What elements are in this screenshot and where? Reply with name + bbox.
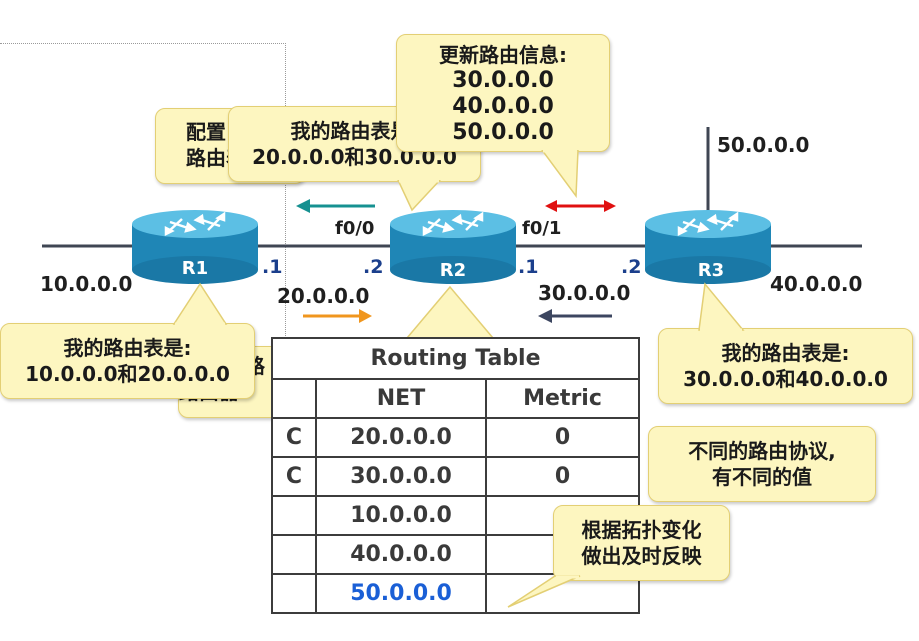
arrow-orange-right xyxy=(303,309,372,323)
router-r1[interactable] xyxy=(130,210,260,286)
router-label-r3: R3 xyxy=(697,260,725,281)
network-label-10: 10.0.0.0 xyxy=(40,272,133,296)
row-type: C xyxy=(271,456,317,497)
arrow-dark-left xyxy=(538,309,612,323)
row-net: 10.0.0.0 xyxy=(315,495,487,536)
table-pointer xyxy=(405,285,495,339)
port-r1-right: .1 xyxy=(262,256,283,278)
arrow-red-both xyxy=(545,200,616,212)
port-r2-left: .2 xyxy=(363,256,384,278)
router-label-r2: R2 xyxy=(439,260,467,281)
router-arrows-icon xyxy=(422,211,484,237)
dotted-frame xyxy=(0,43,286,604)
callout-topology-tail xyxy=(507,575,581,608)
row-net-new-route: 50.0.0.0 xyxy=(315,573,487,614)
table-row: C 30.0.0.0 0 xyxy=(271,456,640,497)
row-type xyxy=(271,573,317,614)
interface-f00: f0/0 xyxy=(335,218,375,239)
header-net: NET xyxy=(315,378,487,419)
callout-update-tail xyxy=(541,150,579,199)
routing-table-title: Routing Table xyxy=(271,337,640,380)
table-row: C 20.0.0.0 0 xyxy=(271,417,640,458)
routing-table-header-row: NET Metric xyxy=(271,378,640,419)
network-label-30: 30.0.0.0 xyxy=(538,281,631,305)
callout-topology-change: 根据拓扑变化 做出及时反映 xyxy=(553,505,730,581)
router-r3[interactable] xyxy=(643,210,773,286)
network-label-50: 50.0.0.0 xyxy=(717,133,810,157)
row-type: C xyxy=(271,417,317,458)
row-net: 30.0.0.0 xyxy=(315,456,487,497)
callout-r3-tail xyxy=(698,282,745,332)
row-metric: 0 xyxy=(485,456,640,497)
router-label-r1: R1 xyxy=(181,258,209,279)
row-metric: 0 xyxy=(485,417,640,458)
row-net: 20.0.0.0 xyxy=(315,417,487,458)
callout-update-info: 更新路由信息: 30.0.0.0 40.0.0.0 50.0.0.0 xyxy=(396,34,610,152)
row-type xyxy=(271,534,317,575)
callout-r2-tail xyxy=(397,180,442,212)
router-r2[interactable] xyxy=(388,210,518,286)
interface-f01: f0/1 xyxy=(522,218,562,239)
header-type xyxy=(271,378,317,419)
callout-r1-table: 我的路由表是: 10.0.0.0和20.0.0.0 xyxy=(0,323,255,399)
row-net: 40.0.0.0 xyxy=(315,534,487,575)
router-arrows-icon xyxy=(164,211,226,237)
router-arrows-icon xyxy=(677,211,739,237)
callout-r1-tail xyxy=(172,282,228,326)
arrow-teal-left xyxy=(296,199,375,213)
port-r2-right: .1 xyxy=(518,256,539,278)
row-type xyxy=(271,495,317,536)
callout-protocol-values: 不同的路由协议, 有不同的值 xyxy=(648,426,876,502)
network-label-40: 40.0.0.0 xyxy=(770,272,863,296)
network-label-20: 20.0.0.0 xyxy=(277,284,370,308)
callout-r3-table: 我的路由表是: 30.0.0.0和40.0.0.0 xyxy=(658,328,913,404)
header-metric: Metric xyxy=(485,378,640,419)
port-r3-left: .2 xyxy=(621,256,642,278)
